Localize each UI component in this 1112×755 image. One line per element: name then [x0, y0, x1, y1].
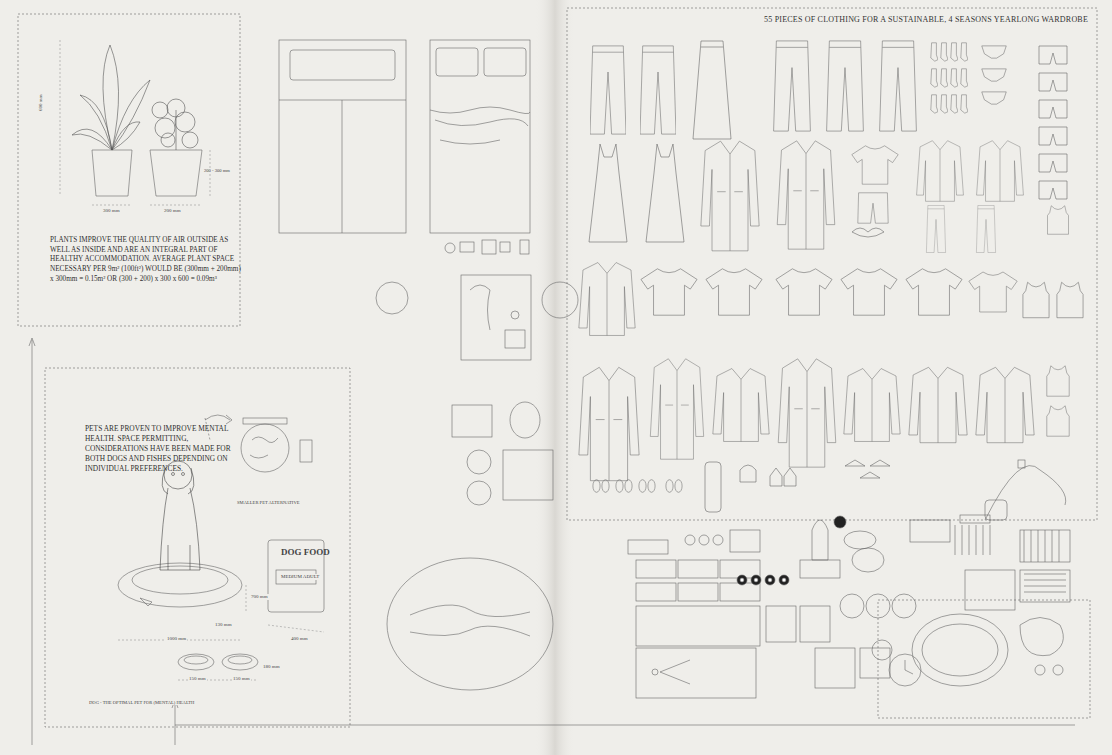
dimension-label: 180 mm	[262, 664, 281, 670]
dimension-label: DOG - THE OPTIMAL PET FOR (MENTAL) HEALT…	[88, 700, 195, 705]
dimension-label: 400 mm	[290, 636, 309, 642]
package-label: DOG FOOD	[280, 548, 331, 558]
dimension-label: 130 mm	[214, 622, 233, 628]
dimension-label: SMALLER PET ALTERNATIVE	[236, 500, 301, 505]
dimension-label: 300 mm	[102, 208, 121, 214]
dimension-label: 200 - 300 mm	[203, 168, 231, 173]
dimension-label: 150 mm	[232, 676, 251, 682]
page-title: 55 PIECES OF CLOTHING FOR A SUSTAINABLE,…	[764, 15, 1088, 24]
dimension-label: 150 mm	[188, 676, 207, 682]
dimension-label: MEDIUM ADULT	[280, 574, 320, 580]
dimension-label: 600 mm	[38, 93, 44, 112]
dimension-label: 1000 mm	[166, 636, 187, 642]
dimension-label: 200 mm	[163, 208, 182, 214]
dimension-label: 700 mm	[250, 594, 269, 600]
note-text: PETS ARE PROVEN TO IMPROVE MENTAL HEALTH…	[85, 424, 245, 474]
note-text: PLANTS IMPROVE THE QUALITY OF AIR OUTSID…	[50, 236, 246, 285]
